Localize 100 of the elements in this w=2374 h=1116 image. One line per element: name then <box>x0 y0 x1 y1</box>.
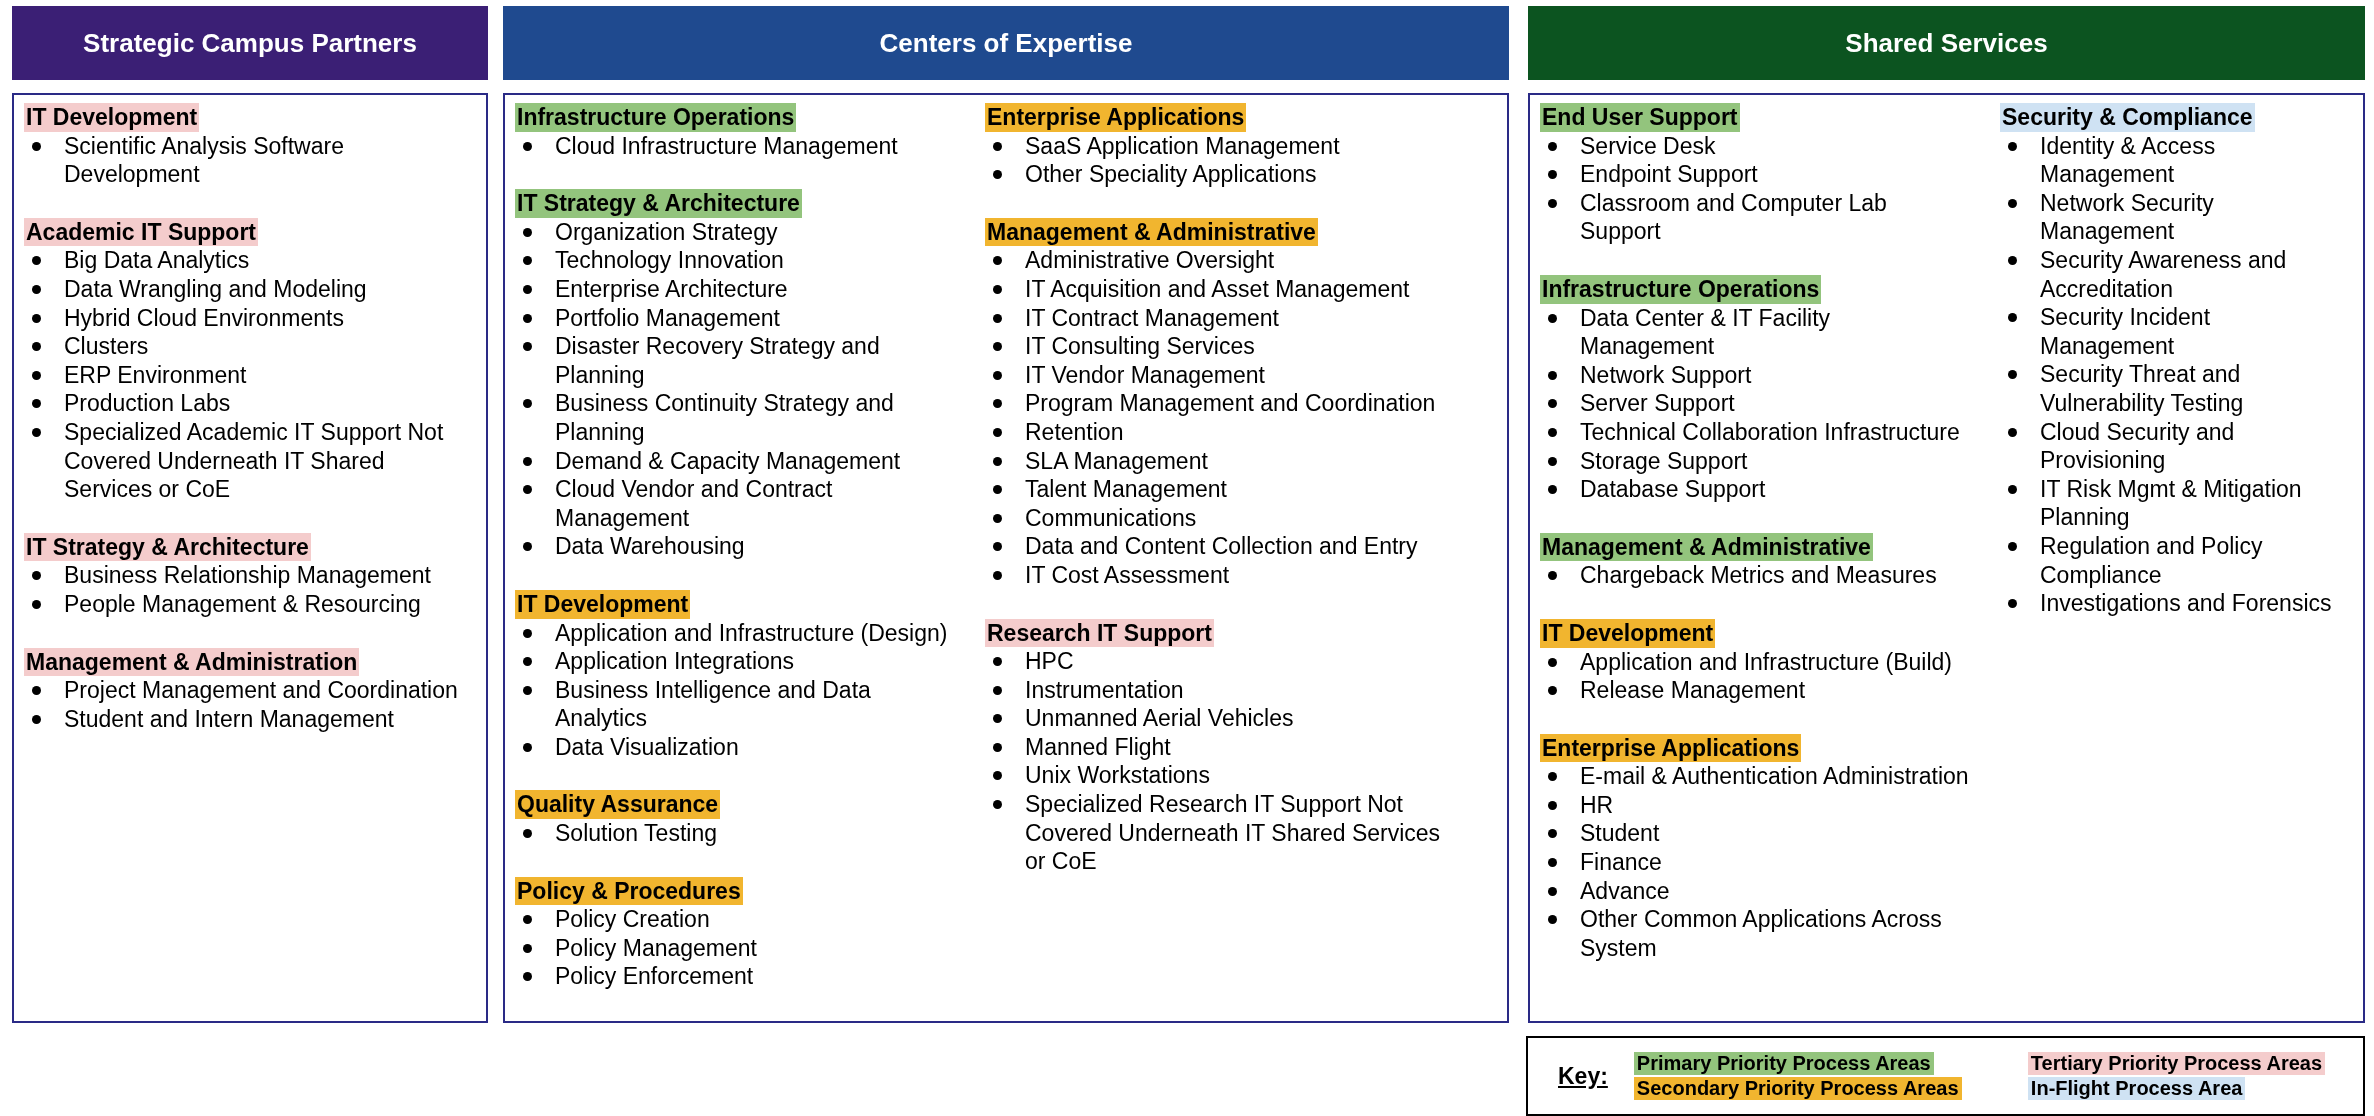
list-item: SaaS Application Management <box>1025 132 1340 159</box>
list-item: E-mail & Authentication Administration <box>1580 763 1969 790</box>
section-heading: Management & Administrative <box>985 217 1318 247</box>
list-item: Advance <box>1580 877 1670 904</box>
list-item: HPC <box>1025 648 1074 675</box>
list-item: SLA Management <box>1025 447 1208 474</box>
section-heading: Policy & Procedures <box>515 876 743 906</box>
list-item: Release Management <box>1580 677 1806 704</box>
panel-box <box>503 93 1509 1023</box>
section-heading: IT Development <box>515 589 691 619</box>
list-item: Cloud Security and Provisioning <box>2040 418 2235 474</box>
list-item: Policy Management <box>555 934 757 961</box>
list-item: HR <box>1580 791 1614 818</box>
list-item: IT Cost Assessment <box>1025 561 1230 588</box>
list-item: Retention <box>1025 418 1124 445</box>
key-box <box>1526 1036 2365 1116</box>
list-item: Instrumentation <box>1025 676 1184 703</box>
list-item: People Management & Resourcing <box>64 590 421 617</box>
section-heading: Infrastructure Operations <box>515 103 797 132</box>
list-item: Security Incident Management <box>2040 304 2211 359</box>
legend-label: In-Flight Process Area <box>2027 1077 2246 1100</box>
list-item: IT Acquisition and Asset Management <box>1025 275 1410 302</box>
section-heading: Management & Administration <box>24 647 360 677</box>
section-heading: Enterprise Applications <box>1540 733 1802 763</box>
section-heading: Management & Administrative <box>1540 532 1873 562</box>
list-item: Big Data Analytics <box>64 247 250 274</box>
list-item: Policy Creation <box>555 906 710 933</box>
section-heading: End User Support <box>1540 103 1740 132</box>
list-item: Network Support <box>1580 361 1752 388</box>
list-item: Business Intelligence and Data Analytics <box>555 676 871 732</box>
panel-box <box>1528 93 2365 1023</box>
list-item: Other Speciality Applications <box>1025 161 1317 188</box>
panel-box <box>12 93 488 1023</box>
key-label: Key: <box>1558 1062 1608 1090</box>
list-item: IT Risk Mgmt & Mitigation Planning <box>2040 475 2302 531</box>
section-heading: IT Development <box>1540 618 1716 648</box>
list-item: Clusters <box>64 333 149 360</box>
list-item: Security Threat and Vulnerability Testing <box>2040 361 2244 416</box>
section-heading: Security & Compliance <box>2000 103 2255 132</box>
list-item: Hybrid Cloud Environments <box>64 304 344 331</box>
column-header: Centers of Expertise <box>503 6 1509 80</box>
section-heading: IT Development <box>24 103 200 132</box>
list-item: Regulation and Policy Compliance <box>2040 532 2263 588</box>
list-item: Specialized Academic IT Support Not Covered Underneath IT Shared Services or CoE <box>64 418 444 503</box>
section-heading: Research IT Support <box>985 618 1214 648</box>
list-item: Policy Enforcement <box>555 963 754 990</box>
section-heading: Enterprise Applications <box>985 103 1247 132</box>
list-item: Student and Intern Management <box>64 705 394 732</box>
list-item: Investigations and Forensics <box>2040 590 2332 617</box>
list-item: Disaster Recovery Strategy and Planning <box>555 333 880 388</box>
section-heading: Academic IT Support <box>24 217 259 247</box>
list-item: ERP Environment <box>64 361 247 388</box>
list-item: Chargeback Metrics and Measures <box>1580 562 1937 589</box>
list-item: Identity & Access Management <box>2040 132 2216 188</box>
section-heading: Infrastructure Operations <box>1540 274 1822 304</box>
list-item: Organization Strategy <box>555 218 778 245</box>
list-item: Cloud Vendor and Contract Management <box>555 476 833 531</box>
list-item: Finance <box>1580 849 1662 876</box>
list-item: Program Management and Coordination <box>1025 390 1436 417</box>
list-item: IT Consulting Services <box>1025 333 1255 360</box>
list-item: Other Common Applications Across System <box>1580 906 1942 961</box>
legend-label: Primary Priority Process Areas <box>1633 1052 1934 1075</box>
list-item: Application and Infrastructure (Build) <box>1580 648 1953 675</box>
list-item: Manned Flight <box>1025 733 1171 760</box>
list-item: Data and Content Collection and Entry <box>1025 533 1418 560</box>
list-item: Business Relationship Management <box>64 562 431 589</box>
legend-label: Secondary Priority Process Areas <box>1633 1077 1962 1100</box>
list-item: Network Security Management <box>2040 189 2214 245</box>
list-item: Data Wrangling and Modeling <box>64 275 367 302</box>
list-item: Database Support <box>1580 476 1766 503</box>
column-header: Strategic Campus Partners <box>12 6 488 80</box>
list-item: Technology Innovation <box>555 247 784 274</box>
legend-label: Tertiary Priority Process Areas <box>2027 1052 2326 1075</box>
list-item: Data Visualization <box>555 733 739 760</box>
list-item: Enterprise Architecture <box>555 275 788 302</box>
list-item: Project Management and Coordination <box>64 677 458 704</box>
section-heading: Quality Assurance <box>515 790 721 820</box>
section-heading: IT Strategy & Architecture <box>24 532 311 562</box>
list-item: Security Awareness and Accreditation <box>2040 246 2287 302</box>
list-item: Storage Support <box>1580 447 1748 474</box>
list-item: Communications <box>1025 504 1197 531</box>
list-item: Service Desk <box>1580 132 1716 159</box>
list-item: Scientific Analysis Software Development <box>64 132 344 188</box>
list-item: IT Vendor Management <box>1025 361 1265 388</box>
list-item: Production Labs <box>64 390 231 417</box>
list-item: Business Continuity Strategy and Planning <box>555 390 894 445</box>
list-item: Specialized Research IT Support Not Covered Underneath IT Shared Services or CoE <box>1025 791 1441 875</box>
list-item: Application and Infrastructure (Design) <box>555 619 948 646</box>
list-item: IT Contract Management <box>1025 304 1279 331</box>
list-item: Server Support <box>1580 390 1735 417</box>
list-item: Application Integrations <box>555 648 795 675</box>
list-item: Cloud Infrastructure Management <box>555 132 898 159</box>
list-item: Unmanned Aerial Vehicles <box>1025 705 1294 732</box>
column-header: Shared Services <box>1528 6 2365 80</box>
list-item: Endpoint Support <box>1580 161 1758 188</box>
section-heading: IT Strategy & Architecture <box>515 189 802 218</box>
list-item: Demand & Capacity Management <box>555 447 901 474</box>
list-item: Technical Collaboration Infrastructure <box>1580 418 1960 445</box>
list-item: Solution Testing <box>555 820 717 847</box>
list-item: Administrative Oversight <box>1025 247 1275 274</box>
